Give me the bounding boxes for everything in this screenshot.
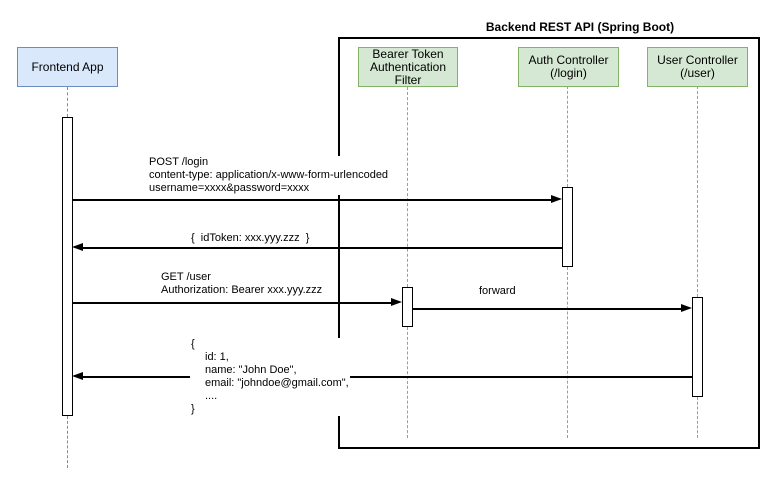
message-text: id: 1, bbox=[205, 351, 229, 363]
message-label-post-login: POST /login content-type: application/x-… bbox=[148, 156, 390, 195]
message-text: { idToken: xxx.yyy.zzz } bbox=[191, 232, 310, 244]
activation-bearer-token-filter bbox=[402, 287, 413, 327]
backend-frame bbox=[338, 37, 760, 449]
message-text: { bbox=[191, 338, 195, 350]
message-line-post-login bbox=[72, 199, 552, 201]
activation-frontend-app bbox=[62, 117, 73, 416]
message-text: GET /user bbox=[161, 271, 211, 283]
message-line-idtoken-response bbox=[82, 247, 562, 249]
participant-bearer-token-filter: Bearer Token Authentication Filter bbox=[358, 47, 458, 87]
lifeline-bearer-token-filter-upper bbox=[407, 87, 408, 287]
message-text: name: "John Doe", bbox=[205, 364, 297, 376]
lifeline-auth-controller-lower bbox=[567, 267, 568, 438]
message-line-get-user bbox=[72, 302, 392, 304]
message-text: content-type: application/x-www-form-url… bbox=[149, 169, 389, 181]
lifeline-auth-controller-upper bbox=[567, 86, 568, 187]
backend-frame-title: Backend REST API (Spring Boot) bbox=[485, 20, 675, 34]
message-text: .... bbox=[205, 390, 218, 402]
message-line-forward bbox=[413, 308, 682, 310]
arrowhead-left-icon bbox=[72, 372, 83, 380]
message-text: forward bbox=[479, 285, 516, 297]
participant-user-controller: User Controller (/user) bbox=[647, 47, 748, 87]
message-text: Authorization: Bearer xxx.yyy.zzz bbox=[161, 284, 323, 296]
message-label-get-user: GET /user Authorization: Bearer xxx.yyy.… bbox=[160, 271, 324, 297]
message-text: POST /login bbox=[149, 156, 209, 168]
message-label-idtoken-response: { idToken: xxx.yyy.zzz } bbox=[190, 232, 311, 245]
message-label-forward: forward bbox=[478, 285, 517, 298]
participant-auth-controller: Auth Controller (/login) bbox=[518, 47, 619, 87]
arrowhead-right-icon bbox=[681, 304, 692, 312]
message-text: username=xxxx&password=xxxx bbox=[149, 182, 310, 194]
arrowhead-right-icon bbox=[551, 195, 562, 203]
participant-frontend-app: Frontend App bbox=[17, 47, 118, 87]
message-text: email: "johndoe@gmail.com", bbox=[205, 377, 349, 389]
message-text: } bbox=[191, 403, 195, 415]
lifeline-bearer-token-filter-lower bbox=[407, 327, 408, 438]
activation-auth-controller bbox=[562, 187, 573, 267]
arrowhead-right-icon bbox=[391, 298, 402, 306]
lifeline-user-controller-lower bbox=[697, 397, 698, 438]
message-label-user-response: { id: 1, name: "John Doe", email: "johnd… bbox=[190, 338, 350, 416]
lifeline-frontend-app-lower bbox=[67, 416, 68, 468]
lifeline-user-controller-upper bbox=[697, 86, 698, 297]
arrowhead-left-icon bbox=[72, 243, 83, 251]
message-line-user-response bbox=[82, 376, 693, 378]
activation-user-controller bbox=[692, 297, 703, 397]
lifeline-frontend-app-upper bbox=[67, 87, 68, 117]
